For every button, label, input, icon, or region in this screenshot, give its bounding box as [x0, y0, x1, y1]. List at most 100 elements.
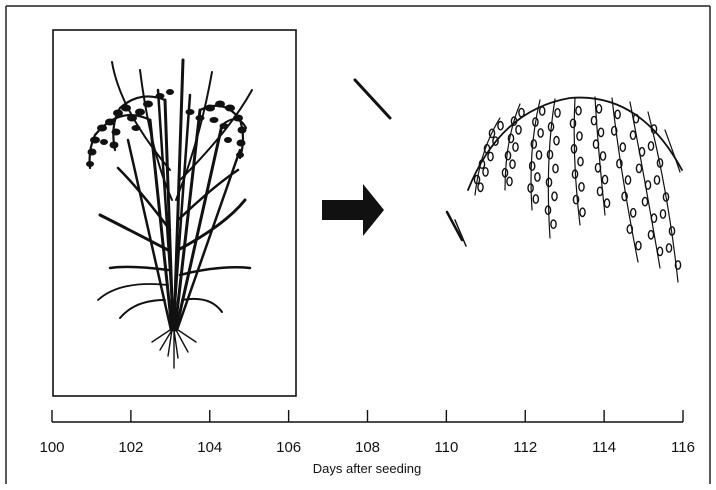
rice-grain — [621, 191, 628, 202]
rice-grain — [619, 142, 627, 153]
rice-grain — [647, 229, 655, 240]
rice-grain — [509, 159, 516, 170]
rice-grain — [597, 127, 605, 138]
rice-grain — [532, 117, 539, 127]
rice-grain — [527, 183, 534, 193]
rice-grain — [662, 192, 670, 202]
rice-grain — [535, 150, 543, 160]
rice-grain — [595, 103, 603, 114]
rice-grain — [477, 182, 484, 193]
rice-grain — [515, 124, 522, 135]
rice-grain — [547, 121, 555, 132]
rice-grain — [599, 151, 607, 161]
rice-grain — [665, 243, 673, 253]
rice-grain — [487, 151, 494, 162]
rice-grain — [624, 175, 632, 185]
rice-grain — [578, 181, 585, 192]
rice-grain — [530, 139, 538, 149]
axis-tick-label: 112 — [513, 439, 537, 456]
rice-grain — [579, 207, 586, 218]
leaf-fragments — [353, 78, 467, 247]
rice-grain — [532, 194, 540, 204]
rice-grain — [551, 191, 558, 202]
rice-plant-illustration — [88, 58, 253, 369]
rice-grain — [492, 136, 499, 147]
axis-tick-label: 102 — [118, 439, 143, 456]
axis-tick-label: 110 — [434, 439, 458, 456]
rice-grain — [569, 118, 577, 129]
rice-grain — [592, 139, 600, 150]
axis-tick-label: 106 — [276, 439, 301, 456]
rice-grain — [473, 174, 481, 185]
rice-grain — [482, 166, 489, 177]
rice-grain — [644, 180, 652, 190]
rice-grain — [610, 125, 618, 136]
axis-tick-label: 116 — [671, 439, 695, 456]
rice-grain — [545, 177, 553, 188]
rice-grain — [570, 143, 578, 154]
rice-grain — [506, 176, 513, 187]
rice-grain — [571, 169, 579, 180]
rice-grain — [497, 120, 504, 131]
rice-grain — [635, 163, 643, 174]
rice-grain — [501, 167, 509, 178]
rice-grain — [594, 162, 602, 173]
rice-grain — [647, 141, 655, 151]
rice-grain — [659, 209, 667, 219]
rice-grain — [538, 106, 546, 116]
rice-grain — [518, 107, 525, 118]
days-axis: 100 102 104 106 108 110 112 114 116 Days after s… — [39, 410, 695, 476]
rice-grain — [626, 224, 634, 235]
axis-tick-label: 104 — [197, 439, 222, 456]
plant-panel — [52, 29, 297, 397]
rice-grain — [650, 124, 658, 134]
rice-grain — [504, 150, 512, 161]
rice-grain — [534, 172, 541, 182]
rice-grain — [552, 163, 559, 174]
rice-grain — [590, 115, 598, 126]
rice-grain — [656, 158, 664, 168]
axis-ticks: 100 102 104 106 108 110 112 114 116 — [39, 410, 695, 456]
rice-grain — [576, 131, 583, 142]
rice-grain — [635, 240, 642, 251]
axis-tick-label: 114 — [592, 439, 616, 456]
rice-grain — [507, 133, 515, 144]
rice-grain — [572, 194, 580, 205]
rice-grain — [528, 161, 536, 171]
rice-grain — [554, 108, 561, 118]
rice-grain — [544, 205, 552, 216]
rice-grain — [537, 128, 544, 138]
rice-grain — [650, 213, 658, 224]
rice-grain — [668, 226, 676, 236]
rice-grain — [641, 196, 649, 207]
rice-grain — [488, 128, 496, 139]
rice-grain — [478, 159, 486, 170]
rice-grain — [510, 116, 518, 127]
rice-grain — [656, 246, 664, 257]
rice-grain — [629, 207, 637, 218]
plant-grain-clusters — [86, 89, 247, 167]
rice-grain — [674, 260, 682, 270]
rice-grain — [616, 158, 623, 169]
rice-grain — [638, 146, 646, 157]
arrow-right-icon — [322, 184, 384, 236]
rice-grain — [596, 186, 604, 197]
rice-grain — [546, 149, 554, 160]
rice-grain — [512, 142, 519, 152]
axis-tick-label: 100 — [39, 439, 64, 456]
axis-title: Days after seeding — [313, 461, 421, 476]
rice-grain — [575, 105, 582, 116]
rice-grain — [550, 219, 557, 230]
rice-grain — [553, 135, 560, 146]
rice-grain — [629, 130, 637, 141]
panicle-grains — [473, 103, 682, 270]
rice-grain — [614, 109, 621, 120]
rice-grain — [653, 175, 661, 185]
rice-grain — [577, 156, 584, 167]
rice-grain — [632, 113, 640, 124]
rice-grain — [483, 143, 491, 154]
rice-grain — [601, 174, 609, 185]
axis-tick-label: 108 — [355, 439, 380, 456]
